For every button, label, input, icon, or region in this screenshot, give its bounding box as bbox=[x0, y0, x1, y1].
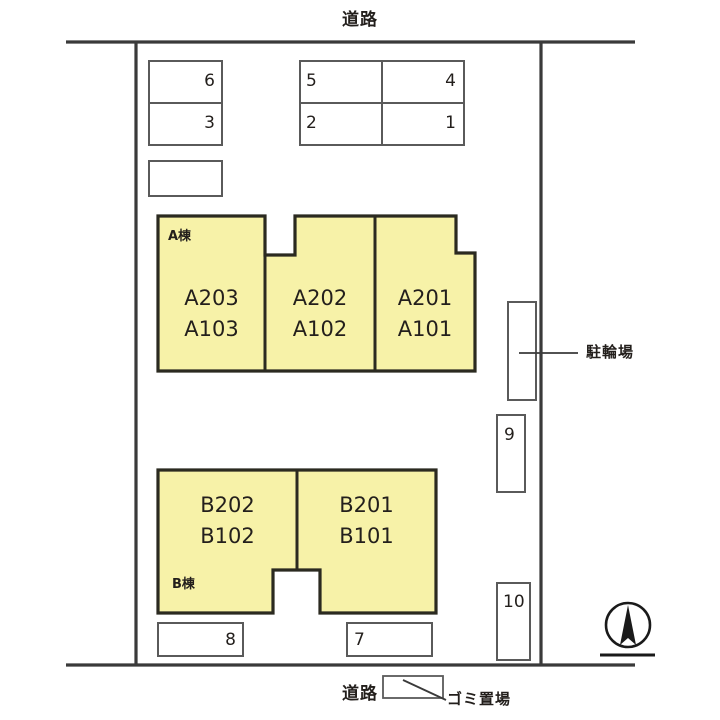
building-b-shape bbox=[156, 468, 438, 615]
bicycle-parking-box[interactable] bbox=[507, 301, 537, 401]
unit-a202-label: A202 bbox=[292, 286, 348, 310]
unit-b101-label: B101 bbox=[339, 524, 394, 548]
stall-group-5421 bbox=[299, 60, 465, 146]
stall-blank-box[interactable] bbox=[148, 160, 223, 197]
garbage-leader-line bbox=[402, 679, 447, 701]
stall-1-box[interactable] bbox=[381, 102, 465, 146]
stall-5-number: 5 bbox=[306, 71, 317, 91]
north-compass-icon bbox=[600, 601, 655, 657]
stall-8-number: 8 bbox=[225, 630, 236, 650]
stall-6-number: 6 bbox=[204, 71, 215, 91]
unit-a203-label: A203 bbox=[184, 286, 239, 310]
unit-a102-label: A102 bbox=[292, 317, 348, 341]
unit-b202-label: B202 bbox=[200, 493, 255, 517]
stall-1-number: 1 bbox=[445, 113, 456, 133]
stall-7-number: 7 bbox=[354, 630, 365, 650]
building-a-outline bbox=[156, 214, 477, 373]
unit-a201-label: A201 bbox=[397, 286, 453, 310]
stall-group-63 bbox=[148, 60, 223, 146]
stall-8-box[interactable] bbox=[157, 622, 244, 657]
unit-b201-label: B201 bbox=[339, 493, 394, 517]
stall-9-box[interactable] bbox=[496, 414, 526, 493]
stall-2-number: 2 bbox=[306, 113, 317, 133]
stall-9-number: 9 bbox=[504, 425, 515, 445]
stall-3-box[interactable] bbox=[148, 102, 223, 146]
bottom-road-label: 道路 bbox=[342, 684, 378, 704]
stall-2-box[interactable] bbox=[299, 102, 383, 146]
bicycle-parking-label: 駐輪場 bbox=[586, 343, 635, 361]
stall-4-box[interactable] bbox=[381, 60, 465, 104]
unit-a103-label: A103 bbox=[184, 317, 239, 341]
garbage-area-label: ゴミ置場 bbox=[447, 690, 512, 708]
stall-10-box[interactable] bbox=[496, 582, 531, 661]
stall-6-box[interactable] bbox=[148, 60, 223, 104]
unit-b102-label: B102 bbox=[200, 524, 255, 548]
stall-4-number: 4 bbox=[445, 71, 456, 91]
stall-7-box[interactable] bbox=[346, 622, 433, 657]
unit-a101-label: A101 bbox=[397, 317, 453, 341]
building-a-shape bbox=[156, 214, 477, 373]
building-b-name-label: B棟 bbox=[172, 577, 195, 592]
stall-3-number: 3 bbox=[204, 113, 215, 133]
stall-10-number: 10 bbox=[503, 592, 525, 612]
building-a-name-label: A棟 bbox=[168, 229, 192, 244]
top-road-label: 道路 bbox=[342, 10, 378, 30]
